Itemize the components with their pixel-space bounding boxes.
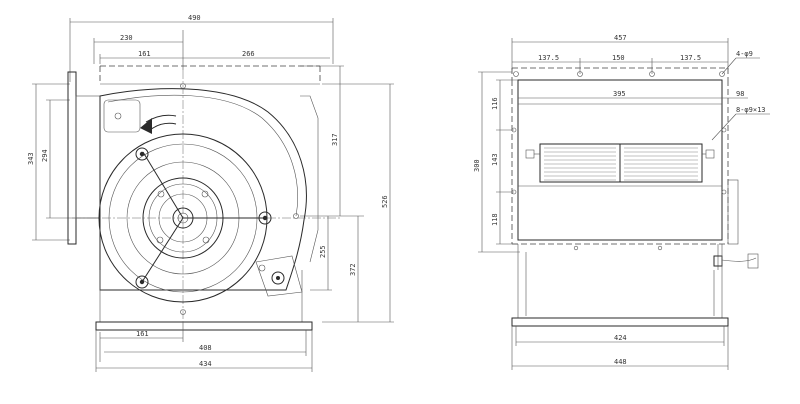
- dim-top-right: 266: [242, 50, 255, 58]
- dim-side-top-left: 137.5: [538, 54, 559, 62]
- front-view: 490 230 161 266 343 294 317: [27, 14, 394, 372]
- dim-bottom-left: 161: [136, 330, 149, 338]
- front-right-dimensions: 317 526 255 372: [300, 65, 394, 323]
- dim-top-left: 161: [138, 50, 151, 58]
- side-bottom-dimensions: 424 448: [511, 326, 729, 370]
- dim-side-right-offset: 98: [736, 90, 744, 98]
- dim-side-overall-height: 300: [473, 159, 481, 172]
- front-bracket: [255, 255, 303, 297]
- dim-left-to-center: 230: [120, 34, 133, 42]
- dim-side-top-right: 137.5: [680, 54, 701, 62]
- dim-base-inner: 408: [199, 344, 212, 352]
- dim-left-inner-height: 294: [41, 149, 49, 162]
- dim-side-base-inner: 424: [614, 334, 627, 342]
- hole-note-side: 8-φ9×13: [736, 106, 766, 114]
- side-view: 457 137.5 150 137.5 4-φ9: [473, 34, 770, 370]
- dim-side-inner-width: 395: [613, 90, 626, 98]
- dim-right-lower-outer: 372: [349, 263, 357, 276]
- dim-overall-width: 490: [188, 14, 201, 22]
- dim-right-upper: 317: [331, 133, 339, 146]
- dim-right-lower-inner: 255: [319, 245, 327, 258]
- side-left-dimensions: 300 116 143 118: [473, 71, 520, 253]
- front-impeller: [72, 70, 340, 322]
- side-housing: [511, 67, 729, 251]
- dim-side-left-lower: 118: [491, 213, 499, 226]
- dim-side-left-upper: 116: [491, 97, 499, 110]
- dim-overall-height: 526: [381, 195, 389, 208]
- dim-left-outer-height: 343: [27, 152, 35, 165]
- side-top-dimensions: 457 137.5 150 137.5 4-φ9: [511, 34, 760, 75]
- dim-side-left-mid: 143: [491, 153, 499, 166]
- front-housing: [67, 65, 321, 331]
- hole-note-top: 4-φ9: [736, 50, 753, 58]
- side-impeller: [525, 143, 715, 183]
- side-inner-dimensions: 395 98 8-φ9×13: [518, 90, 770, 141]
- dim-side-top-mid: 150: [612, 54, 625, 62]
- rotation-arrow: [140, 114, 177, 134]
- side-base: [511, 244, 729, 327]
- dim-base-outer: 434: [199, 360, 212, 368]
- side-motor-stub: [713, 179, 759, 270]
- dim-side-base-outer: 448: [614, 358, 627, 366]
- front-left-dimensions: 343 294: [27, 83, 100, 241]
- front-top-dimensions: 490 230 161 266: [69, 14, 334, 82]
- front-bottom-dimensions: 161 408 434: [95, 322, 313, 372]
- dim-side-overall-width: 457: [614, 34, 627, 42]
